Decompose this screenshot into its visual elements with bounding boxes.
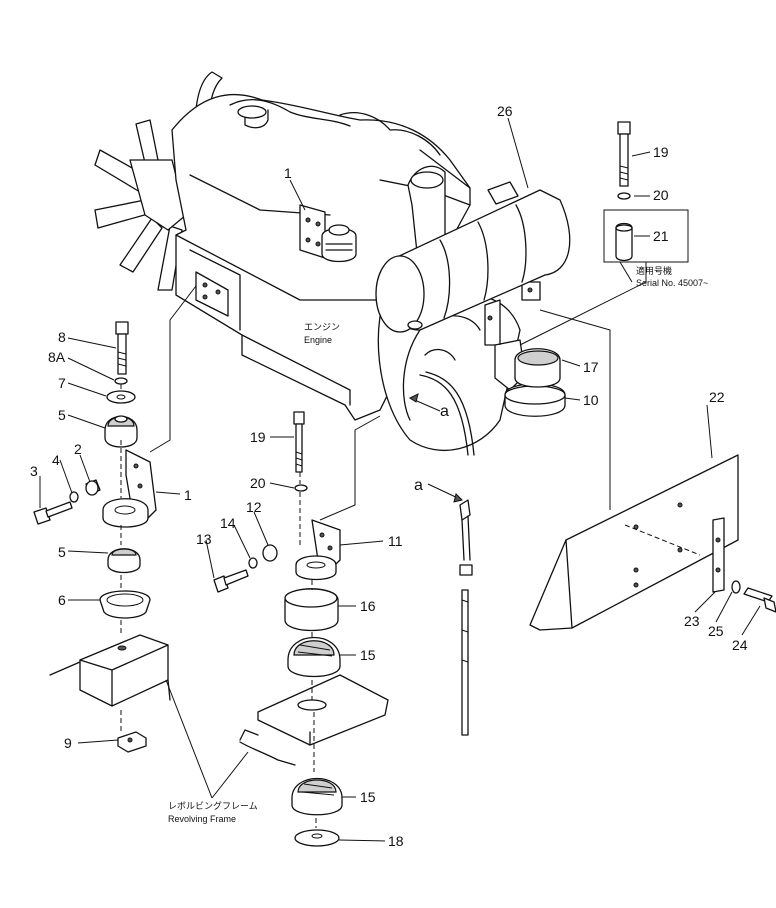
rod-assembly bbox=[419, 371, 475, 736]
callout-17: 17 bbox=[583, 359, 599, 375]
callout-22: 22 bbox=[709, 389, 725, 405]
callout-15-lower: 15 bbox=[360, 789, 376, 805]
callout-11: 11 bbox=[388, 533, 403, 549]
callout-19-upper: 19 bbox=[653, 144, 669, 160]
callout-16: 16 bbox=[360, 598, 376, 614]
callout-14: 14 bbox=[220, 515, 236, 531]
frame-label-jp: レボルビングフレーム bbox=[168, 800, 258, 811]
callout-8: 8 bbox=[58, 329, 66, 345]
muffler-assembly bbox=[375, 165, 571, 333]
left-mount-stack bbox=[33, 321, 171, 753]
callout-numbers: 1 1 2 3 4 5 5 6 7 8 8A 9 10 11 12 13 14 … bbox=[30, 103, 748, 849]
callout-21: 21 bbox=[653, 228, 669, 244]
callout-19-center: 19 bbox=[250, 429, 266, 445]
text-labels: エンジン Engine レボルビングフレーム Revolving Frame 適… bbox=[168, 265, 708, 824]
callout-10: 10 bbox=[583, 392, 599, 408]
callout-9: 9 bbox=[64, 735, 72, 751]
callout-18: 18 bbox=[388, 833, 404, 849]
callout-1-engine: 1 bbox=[284, 165, 292, 181]
callout-15-upper: 15 bbox=[360, 647, 376, 663]
upper-right-parts bbox=[519, 121, 689, 346]
plate-assembly bbox=[529, 454, 776, 631]
callout-24: 24 bbox=[732, 637, 748, 653]
callout-3: 3 bbox=[30, 463, 38, 479]
center-mount-stack bbox=[213, 411, 389, 847]
callout-a-upper: a bbox=[440, 403, 449, 420]
callout-12: 12 bbox=[246, 499, 262, 515]
callout-2: 2 bbox=[74, 441, 82, 457]
callout-20-center: 20 bbox=[250, 475, 266, 491]
engine-label-jp: エンジン bbox=[304, 322, 340, 332]
engine-label-en: Engine bbox=[304, 335, 332, 345]
callout-8a: 8A bbox=[48, 349, 66, 365]
callout-20-upper: 20 bbox=[653, 187, 669, 203]
callout-4: 4 bbox=[52, 452, 60, 468]
callout-5-lower: 5 bbox=[58, 544, 66, 560]
callout-7: 7 bbox=[58, 375, 66, 391]
serial-label-en: Serial No. 45007~ bbox=[636, 278, 708, 288]
serial-label-jp: 適用号機 bbox=[636, 265, 672, 276]
callout-1-bracket: 1 bbox=[184, 487, 192, 503]
engine-assembly bbox=[94, 71, 541, 452]
callout-26: 26 bbox=[497, 103, 513, 119]
callout-13: 13 bbox=[196, 531, 212, 547]
frame-label-en: Revolving Frame bbox=[168, 814, 236, 824]
leader-lines bbox=[39, 117, 761, 842]
callout-25: 25 bbox=[708, 623, 724, 639]
callout-23: 23 bbox=[684, 613, 700, 629]
callout-a-lower: a bbox=[414, 477, 423, 494]
callout-5-upper: 5 bbox=[58, 407, 66, 423]
callout-6: 6 bbox=[58, 592, 66, 608]
mount-right-assembly bbox=[504, 348, 566, 417]
